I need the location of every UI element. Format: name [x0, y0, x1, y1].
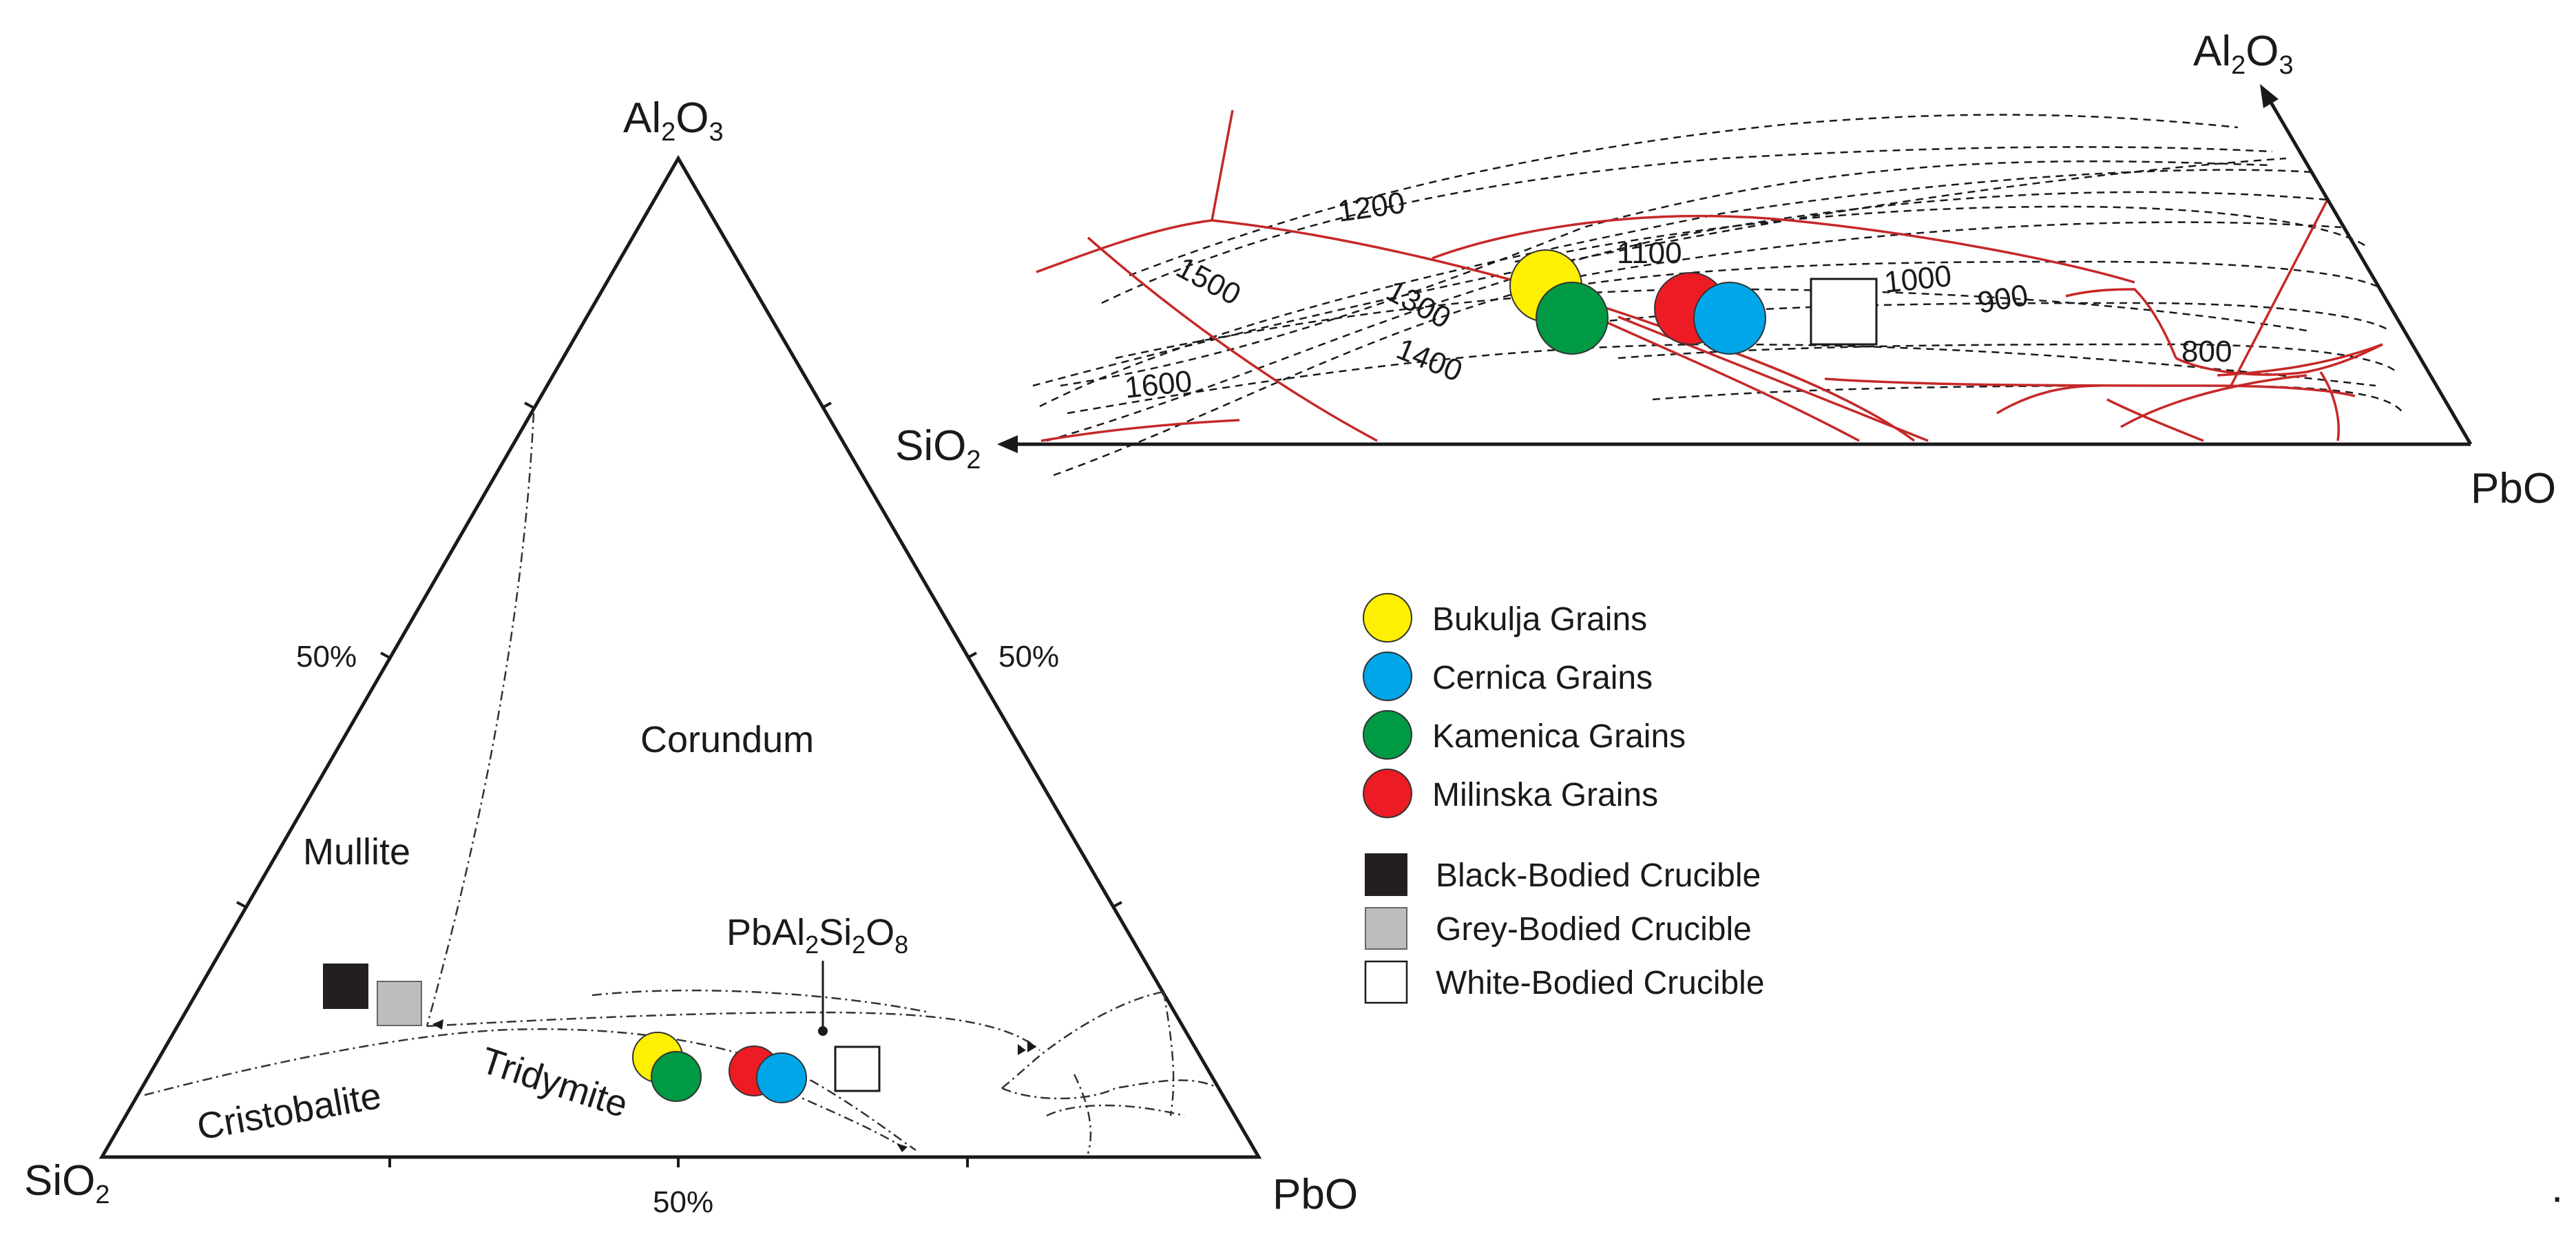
tick-label-bottom-50: 50%	[653, 1185, 713, 1219]
field-tridymite-label: Tridymite	[476, 1039, 633, 1125]
ternary-ticks	[236, 402, 1122, 1167]
compound-point	[818, 1026, 828, 1036]
legend-label-grey-crucible: Grey-Bodied Crucible	[1436, 911, 1752, 948]
legend-swatch-bukulja	[1363, 593, 1412, 643]
isotherm-label-1500: 1500	[1171, 251, 1246, 312]
sample-black-crucible	[323, 964, 368, 1009]
inset-axis-al2o3	[2263, 92, 2473, 446]
isotherm-label-1100: 1100	[1617, 236, 1682, 270]
sample-white-crucible	[834, 1045, 881, 1092]
field-corundum-label: Corundum	[640, 719, 814, 760]
legend-item-cernica: Cernica Grains	[1363, 652, 1653, 701]
legend-label-white-crucible: White-Bodied Crucible	[1436, 965, 1765, 1001]
isotherm-label-1400: 1400	[1392, 332, 1467, 388]
sample-grey-crucible	[377, 981, 422, 1026]
legend-item-white-crucible: White-Bodied Crucible	[1364, 960, 1765, 1004]
sample-kamenica	[651, 1051, 702, 1102]
legend-item-black-crucible: Black-Bodied Crucible	[1365, 853, 1761, 896]
legend-swatch-white-crucible	[1364, 960, 1408, 1004]
apex-pbo-label: PbO	[1273, 1171, 1358, 1218]
tick-label-right-50: 50%	[998, 640, 1059, 674]
legend-item-bukulja: Bukulja Grains	[1363, 593, 1647, 643]
ternary-boundaries	[144, 413, 1219, 1154]
isotherm-label-1000: 1000	[1883, 259, 1953, 300]
apex-al2o3-label: Al2O3	[623, 94, 724, 147]
legend-item-grey-crucible: Grey-Bodied Crucible	[1365, 907, 1752, 950]
ternary-diagram: Al2O3 SiO2 PbO 50% 50% 50% Corundum Mull…	[24, 94, 1358, 1219]
legend-swatch-black-crucible	[1365, 853, 1407, 896]
field-cristobalite-label: Cristobalite	[194, 1075, 384, 1148]
isotherm-label-900: 900	[1975, 278, 2031, 320]
ternary-outline	[98, 155, 1262, 1159]
inset-axis-al2o3-arrow	[2260, 84, 2279, 108]
legend-item-kamenica: Kamenica Grains	[1363, 710, 1686, 760]
compound-pbal2si2o8-label: PbAl2Si2O8	[726, 912, 908, 959]
isotherm-label-800: 800	[2181, 335, 2232, 368]
legend-label-cernica: Cernica Grains	[1432, 660, 1653, 696]
apex-sio2-label: SiO2	[24, 1157, 110, 1209]
legend-label-black-crucible: Black-Bodied Crucible	[1436, 857, 1761, 894]
legend: Bukulja Grains Cernica Grains Kamenica G…	[1363, 593, 1765, 1004]
legend-swatch-kamenica	[1363, 710, 1412, 760]
legend-swatch-grey-crucible	[1365, 907, 1407, 950]
legend-swatch-milinska	[1363, 769, 1412, 818]
inset-axis-sio2-arrow	[997, 435, 1018, 453]
isotherm-label-1200: 1200	[1336, 186, 1407, 229]
legend-item-milinska: Milinska Grains	[1363, 769, 1658, 818]
ternary-arrows	[432, 1019, 1036, 1152]
inset-boundaries	[1036, 110, 2383, 442]
isotherm-label-1600: 1600	[1123, 364, 1193, 405]
trailing-period: .	[2551, 1164, 2563, 1211]
legend-label-bukulja: Bukulja Grains	[1432, 601, 1647, 638]
legend-label-kamenica: Kamenica Grains	[1432, 718, 1686, 755]
inset-sample-kamenica	[1536, 282, 1609, 355]
inset-diagram: Al2O3 SiO2 PbO 1600 1500 1400 1300 1200 …	[895, 28, 2556, 512]
legend-label-milinska: Milinska Grains	[1432, 777, 1658, 813]
inset-pbo-label: PbO	[2471, 465, 2556, 512]
inset-al2o3-label: Al2O3	[2193, 28, 2294, 80]
inset-sample-cernica	[1693, 282, 1766, 355]
tick-label-left-50: 50%	[296, 640, 357, 674]
inset-sio2-label: SiO2	[895, 422, 981, 475]
inset-sample-white-crucible	[1810, 278, 1878, 346]
field-mullite-label: Mullite	[303, 831, 410, 873]
legend-swatch-cernica	[1363, 652, 1412, 701]
sample-cernica	[756, 1052, 807, 1103]
